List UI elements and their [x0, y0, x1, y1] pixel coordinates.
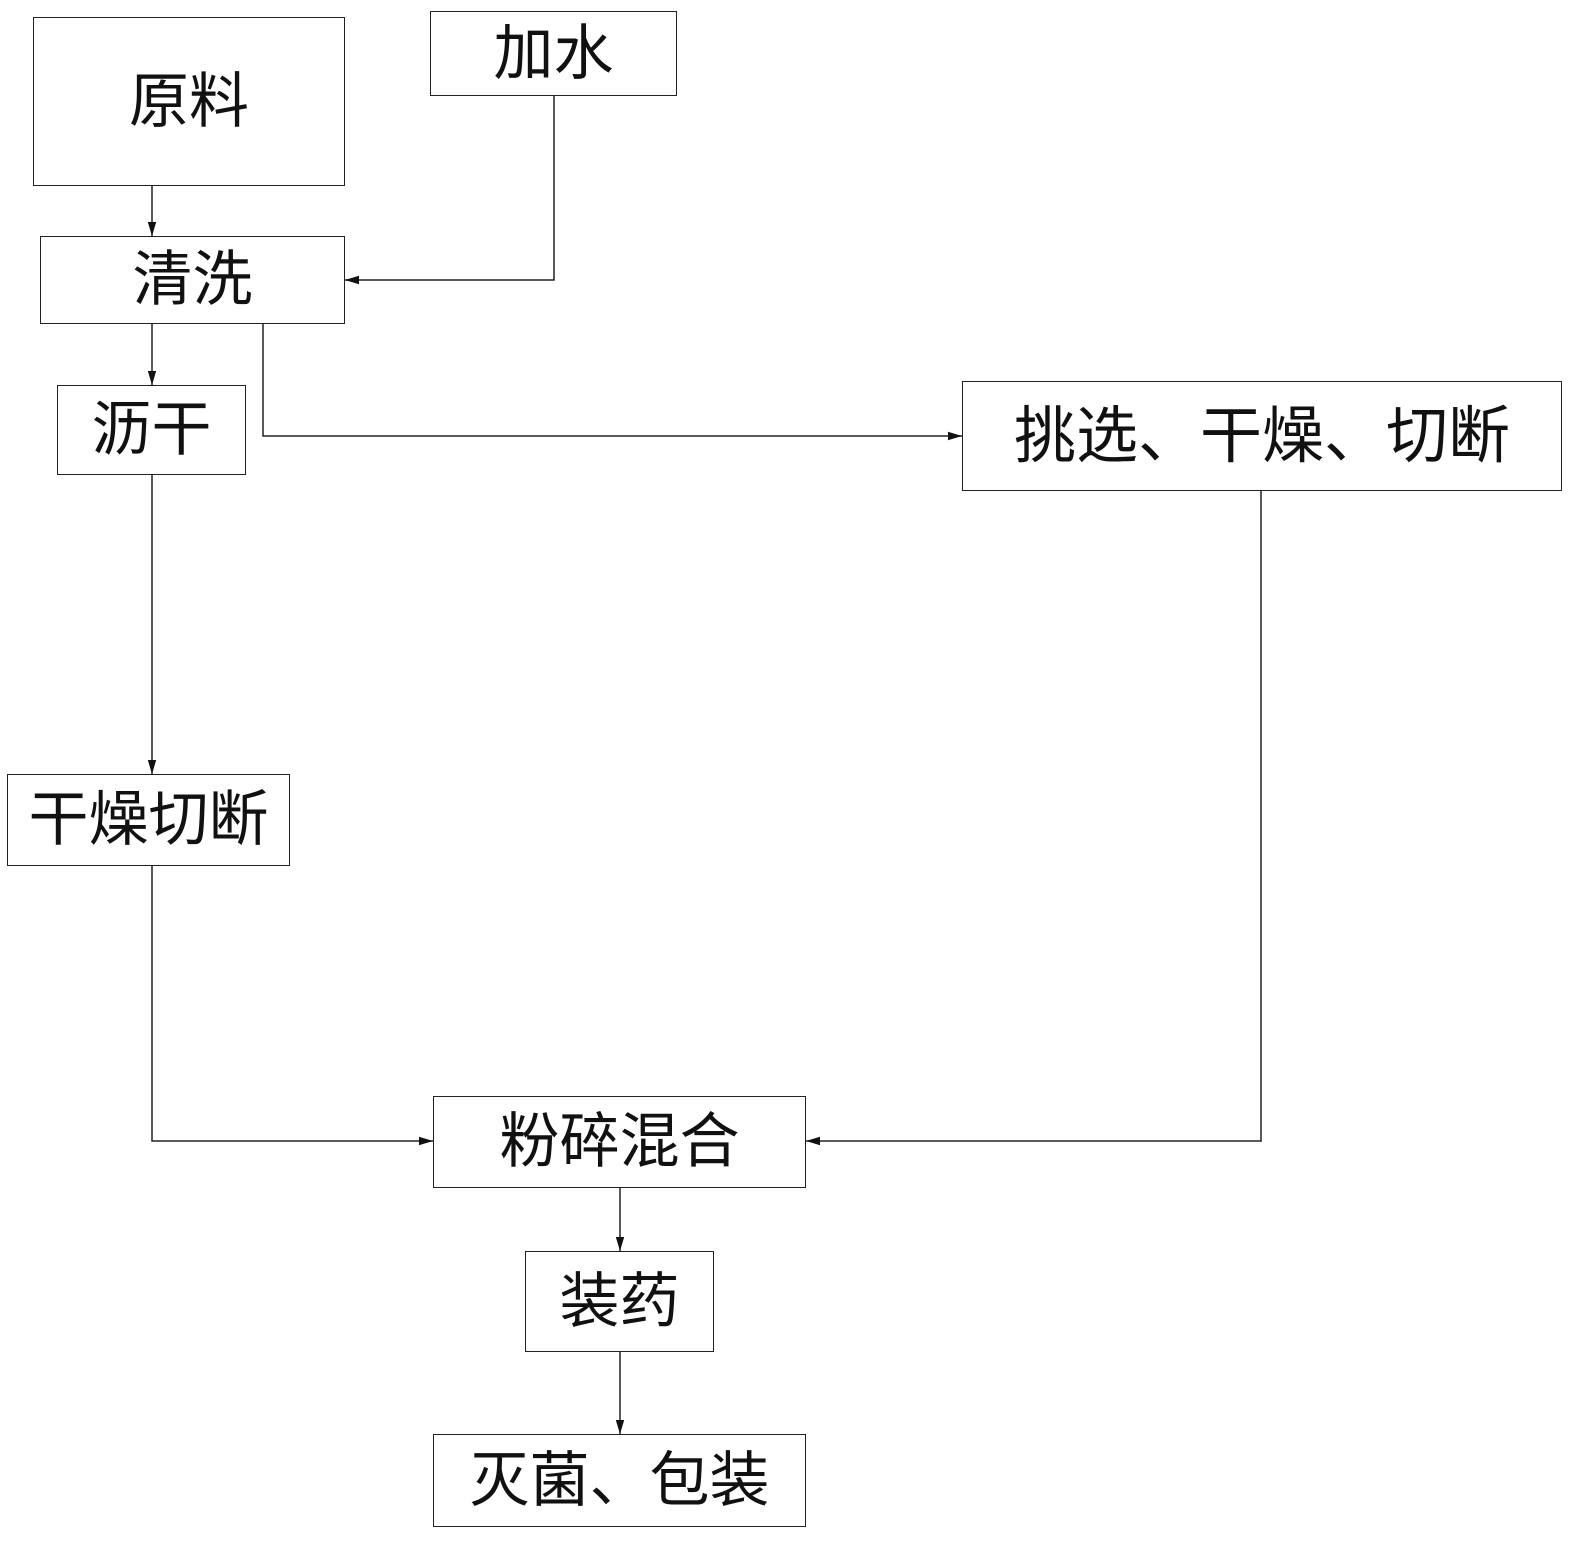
edge-select-to-crush	[806, 491, 1262, 1146]
node-raw-material-label: 原料	[129, 66, 249, 137]
node-raw-material: 原料	[33, 17, 345, 186]
node-select-dry-cut: 挑选、干燥、切断	[962, 381, 1562, 491]
node-sterilize-package-label: 灭菌、包装	[469, 1445, 770, 1516]
edge-wash-to-select	[262, 324, 962, 441]
node-add-water-label: 加水	[493, 18, 614, 89]
edge-drycut-to-crush	[151, 866, 433, 1146]
node-dry-cut-label: 干燥切断	[28, 785, 269, 855]
node-sterilize-package: 灭菌、包装	[433, 1434, 806, 1527]
node-drain-label: 沥干	[91, 395, 212, 465]
node-fill-medicine: 装药	[525, 1251, 714, 1352]
node-crush-mix: 粉碎混合	[433, 1096, 806, 1188]
node-wash-label: 清洗	[132, 245, 253, 315]
edge-water-to-wash	[345, 96, 555, 285]
node-dry-cut: 干燥切断	[7, 774, 290, 866]
node-select-dry-cut-label: 挑选、干燥、切断	[1013, 399, 1510, 472]
node-drain: 沥干	[57, 385, 246, 475]
node-crush-mix-label: 粉碎混合	[499, 1107, 740, 1177]
node-wash: 清洗	[40, 236, 345, 324]
node-add-water: 加水	[430, 11, 677, 96]
node-fill-medicine-label: 装药	[559, 1266, 680, 1337]
